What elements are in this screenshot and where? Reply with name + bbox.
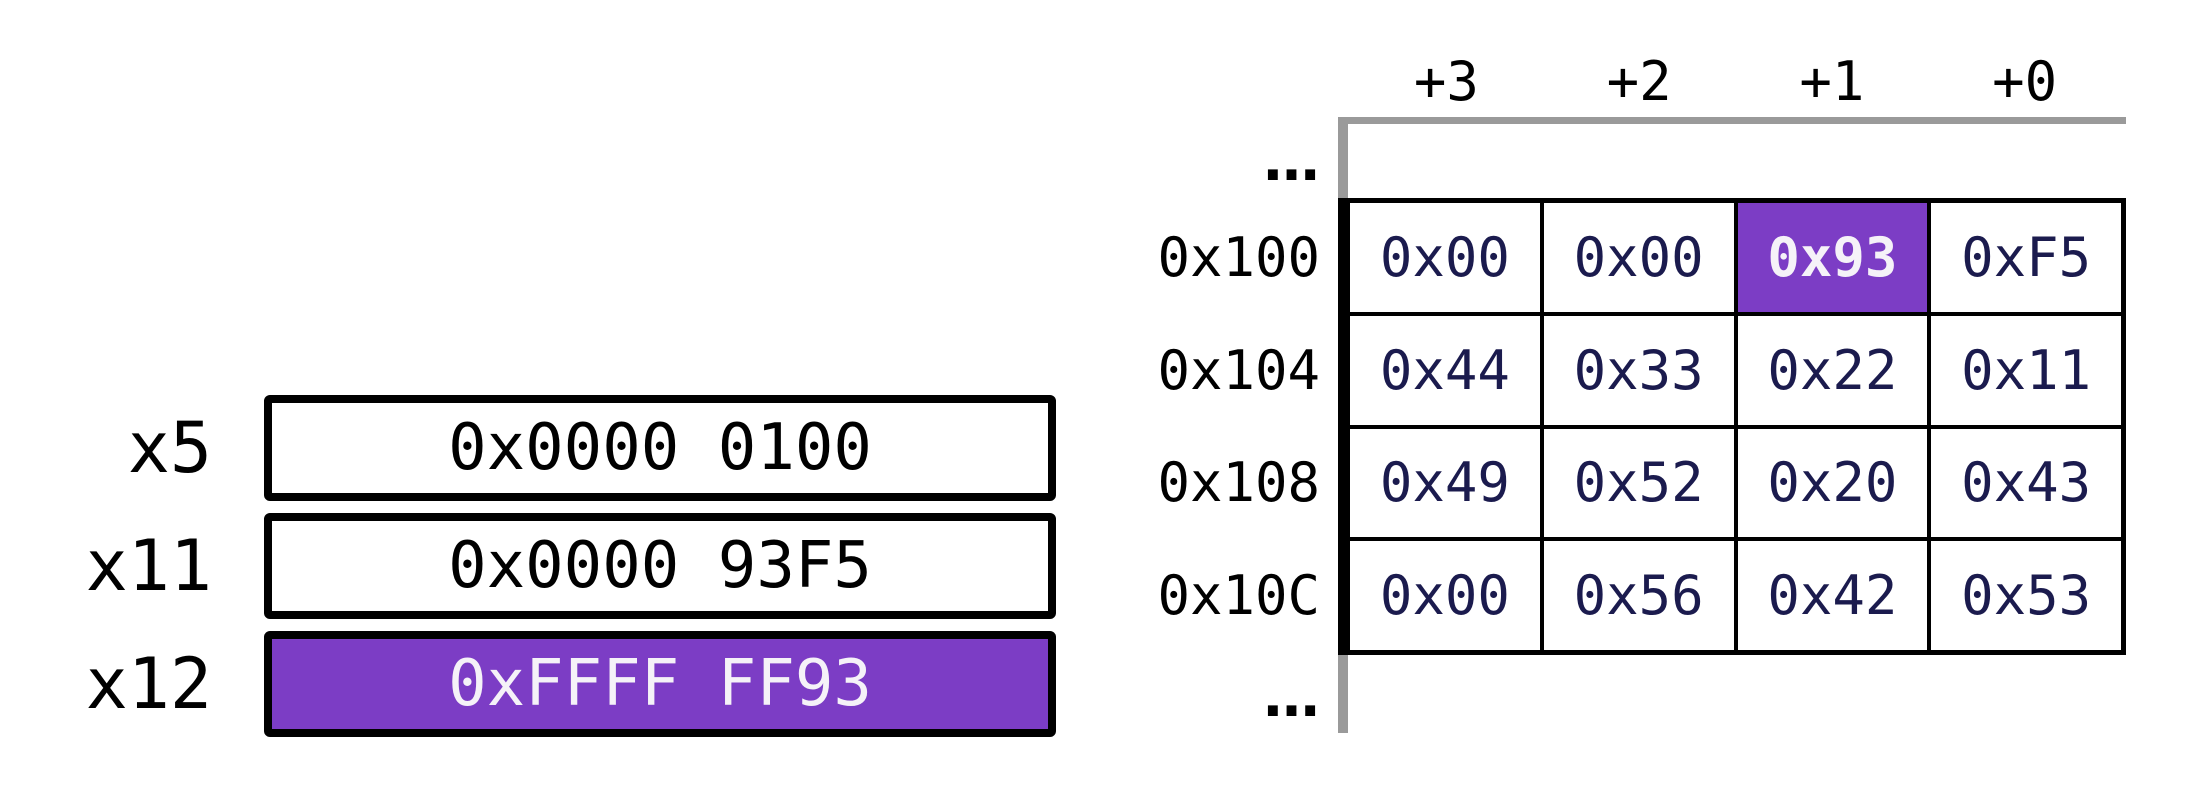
memory-cell: 0x33 xyxy=(1543,315,1734,425)
memory-cell-highlighted: 0x93 xyxy=(1737,203,1928,312)
column-header-plus1: +1 xyxy=(1799,49,1865,113)
register-value-x11: 0x0000 93F5 xyxy=(448,529,872,603)
register-value-x12: 0xFFFF FF93 xyxy=(448,647,872,721)
memory-left-edge-line-top xyxy=(1338,117,1348,198)
memory-cell: 0x00 xyxy=(1350,203,1540,312)
register-box-x12-highlighted: 0xFFFF FF93 xyxy=(264,631,1056,737)
memory-left-edge-line-bottom xyxy=(1338,655,1348,733)
register-label-x11: x11 xyxy=(85,525,212,607)
column-header-plus3: +3 xyxy=(1413,49,1479,113)
memory-cell: 0x56 xyxy=(1543,541,1734,650)
memory-cell: 0x42 xyxy=(1737,541,1928,650)
memory-cell: 0x49 xyxy=(1350,428,1540,538)
memory-cell: 0x00 xyxy=(1543,203,1734,312)
memory-cell: 0x52 xyxy=(1543,428,1734,538)
register-box-x11: 0x0000 93F5 xyxy=(264,513,1056,619)
memory-cell: 0x22 xyxy=(1737,315,1928,425)
register-label-x5: x5 xyxy=(127,407,212,489)
address-label-0x100: 0x100 xyxy=(1157,225,1320,289)
column-header-plus2: +2 xyxy=(1606,49,1672,113)
memory-cell: 0x44 xyxy=(1350,315,1540,425)
memory-cell: 0xF5 xyxy=(1931,203,2121,312)
memory-ellipsis-top: … xyxy=(1263,128,1319,194)
register-label-x12: x12 xyxy=(85,643,212,725)
memory-top-edge-line xyxy=(1338,117,2126,124)
memory-cell: 0x20 xyxy=(1737,428,1928,538)
address-label-0x104: 0x104 xyxy=(1157,338,1320,402)
memory-byte-grid: 0x00 0x00 0x93 0xF5 0x44 0x33 0x22 0x11 … xyxy=(1338,198,2126,655)
address-label-0x108: 0x108 xyxy=(1157,451,1320,515)
register-value-x5: 0x0000 0100 xyxy=(448,411,872,485)
memory-cell: 0x43 xyxy=(1931,428,2121,538)
memory-cell: 0x00 xyxy=(1350,541,1540,650)
memory-ellipsis-bottom: … xyxy=(1263,664,1319,730)
register-box-x5: 0x0000 0100 xyxy=(264,395,1056,501)
memory-cell: 0x11 xyxy=(1931,315,2121,425)
memory-cell: 0x53 xyxy=(1931,541,2121,650)
memory-address-column: 0x100 0x104 0x108 0x10C xyxy=(1040,203,1320,650)
memory-column-headers: +3 +2 +1 +0 xyxy=(1350,45,2121,117)
column-header-plus0: +0 xyxy=(1992,49,2058,113)
address-label-0x10C: 0x10C xyxy=(1157,564,1320,628)
